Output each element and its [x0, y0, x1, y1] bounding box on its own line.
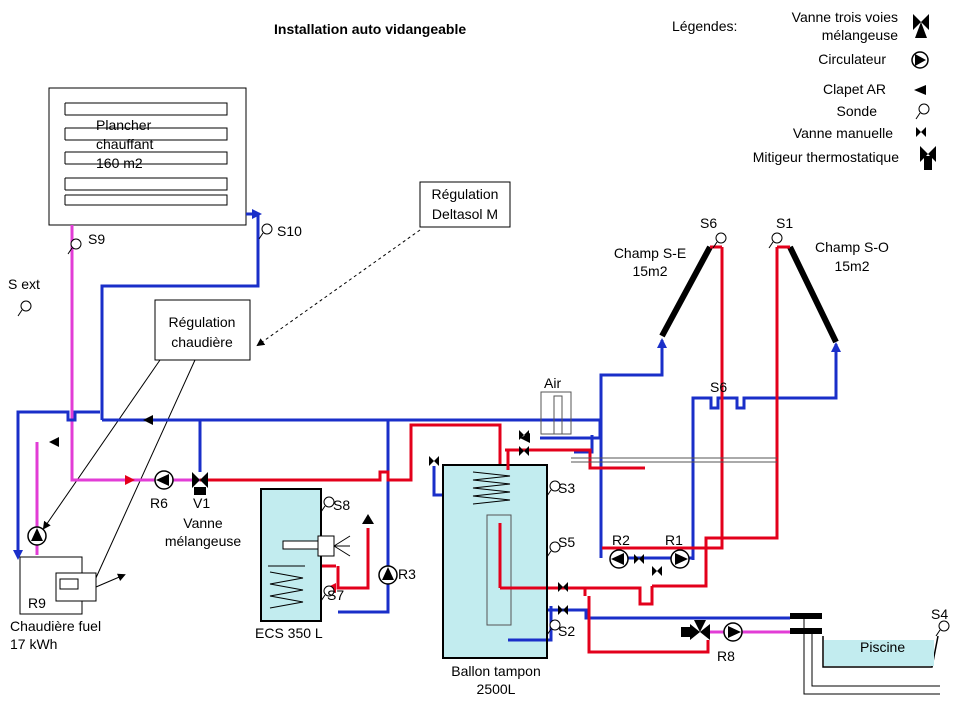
circulator-label-r1: R1	[665, 532, 683, 548]
sensor-label-s8: S8	[333, 497, 350, 513]
deltasol-dashed-link	[256, 229, 421, 347]
legend-heading: Légendes:	[672, 18, 737, 34]
boiler-regulation-label-1: Régulation	[169, 314, 236, 330]
circulator-label-r3: R3	[398, 566, 416, 582]
boiler-regulation-label-2: chaudière	[171, 334, 233, 350]
manual-valve-icon	[916, 127, 926, 137]
legend-label-manual-valve: Vanne manuelle	[793, 125, 893, 141]
legend-label-check-valve: Clapet AR	[823, 81, 886, 97]
field-so-label-1: Champ S-O	[815, 239, 889, 255]
legend-label-sensor: Sonde	[837, 103, 878, 119]
sensor-label-sext: S ext	[8, 276, 40, 292]
buffer-label-2: 2500L	[477, 681, 516, 697]
deltasol-label-1: Régulation	[432, 186, 499, 202]
floor-heating-label-2: chauffant	[96, 136, 153, 152]
thermostatic-mixer-icon	[920, 146, 936, 170]
hot-supply-pipes	[200, 247, 779, 654]
deltasol-regulation-box: Régulation Deltasol M	[419, 181, 511, 228]
buffer-label-1: Ballon tampon	[451, 663, 541, 679]
circulator-r8	[723, 622, 743, 642]
boiler-label-2: 17 kWh	[10, 636, 57, 652]
sensor-icon	[915, 103, 930, 120]
legend-label-circulator: Circulateur	[818, 51, 886, 67]
boiler-regulation-box: Régulation chaudière	[154, 299, 251, 361]
sensor-ext-icon	[17, 300, 32, 317]
manual-valves	[429, 430, 662, 615]
sensor-label-s1: S1	[776, 215, 793, 231]
boiler-label-1: Chaudière fuel	[10, 618, 101, 634]
field-se-label-1: Champ S-E	[614, 245, 686, 261]
reg-line-to-probe	[94, 359, 196, 581]
sensor-label-s6-field: S6	[700, 215, 717, 231]
pool: Piscine	[790, 613, 940, 695]
mixing-valve-id: V1	[193, 495, 210, 511]
circulator-label-r6: R6	[150, 495, 168, 511]
three-way-valve-v1	[192, 472, 208, 495]
sensor-label-s4: S4	[931, 606, 948, 622]
circulator-label-r2: R2	[612, 532, 630, 548]
circulator-r9	[27, 526, 47, 546]
sensor-label-s9: S9	[88, 231, 105, 247]
sensor-label-s6-return: S6	[710, 379, 727, 395]
legend: Légendes: Vanne trois voies mélangeuse C…	[672, 9, 936, 170]
sensor-label-s10: S10	[277, 223, 302, 239]
air-vent-lines: Air	[540, 375, 777, 463]
floor-heating-panel: Plancher chauffant 160 m2	[48, 87, 247, 226]
circulator-r3	[378, 565, 398, 585]
mixing-valve-label-2: mélangeuse	[165, 533, 241, 549]
field-se-label-2: 15m2	[632, 263, 667, 279]
floor-heating-label-3: 160 m2	[96, 155, 143, 171]
circulator-r6	[154, 470, 174, 490]
oil-boiler: R9 Chaudière fuel 17 kWh	[10, 556, 126, 652]
buffer-tank: Ballon tampon 2500L	[442, 450, 548, 697]
legend-label-three-way-valve-1: Vanne trois voies	[792, 9, 898, 25]
three-way-valve-icon	[913, 14, 929, 38]
field-so-label-2: 15m2	[834, 258, 869, 274]
mixing-valve-label-1: Vanne	[183, 515, 223, 531]
reg-line-to-boiler	[42, 359, 161, 530]
sensor-label-s3: S3	[558, 480, 575, 496]
sensor-label-s7: S7	[327, 587, 344, 603]
floor-heating-label-1: Plancher	[96, 117, 152, 133]
ecs-tank: ECS 350 L	[255, 488, 351, 641]
sensor-icons	[67, 223, 950, 637]
legend-label-three-way-valve-2: mélangeuse	[822, 27, 898, 43]
circulator-r1	[670, 549, 690, 569]
solar-field-se: Champ S-E 15m2	[614, 245, 722, 338]
thermostatic-mixer-pool	[681, 620, 710, 640]
solar-field-so: Champ S-O 15m2	[777, 239, 889, 344]
circulator-r2	[609, 549, 629, 569]
check-valve-icon	[914, 85, 926, 95]
air-label: Air	[544, 375, 561, 391]
ecs-label: ECS 350 L	[255, 625, 323, 641]
boiler-circulator-label: R9	[28, 595, 46, 611]
cold-return-pipes	[16, 212, 838, 642]
legend-label-thermostatic-mixer: Mitigeur thermostatique	[753, 149, 900, 165]
diagram-title: Installation auto vidangeable	[274, 21, 466, 37]
deltasol-label-2: Deltasol M	[432, 206, 498, 222]
sensor-label-s5: S5	[558, 534, 575, 550]
circulator-icon	[911, 51, 929, 69]
pool-label: Piscine	[860, 639, 905, 655]
circulator-label-r8: R8	[717, 648, 735, 664]
sensor-label-s2: S2	[558, 623, 575, 639]
